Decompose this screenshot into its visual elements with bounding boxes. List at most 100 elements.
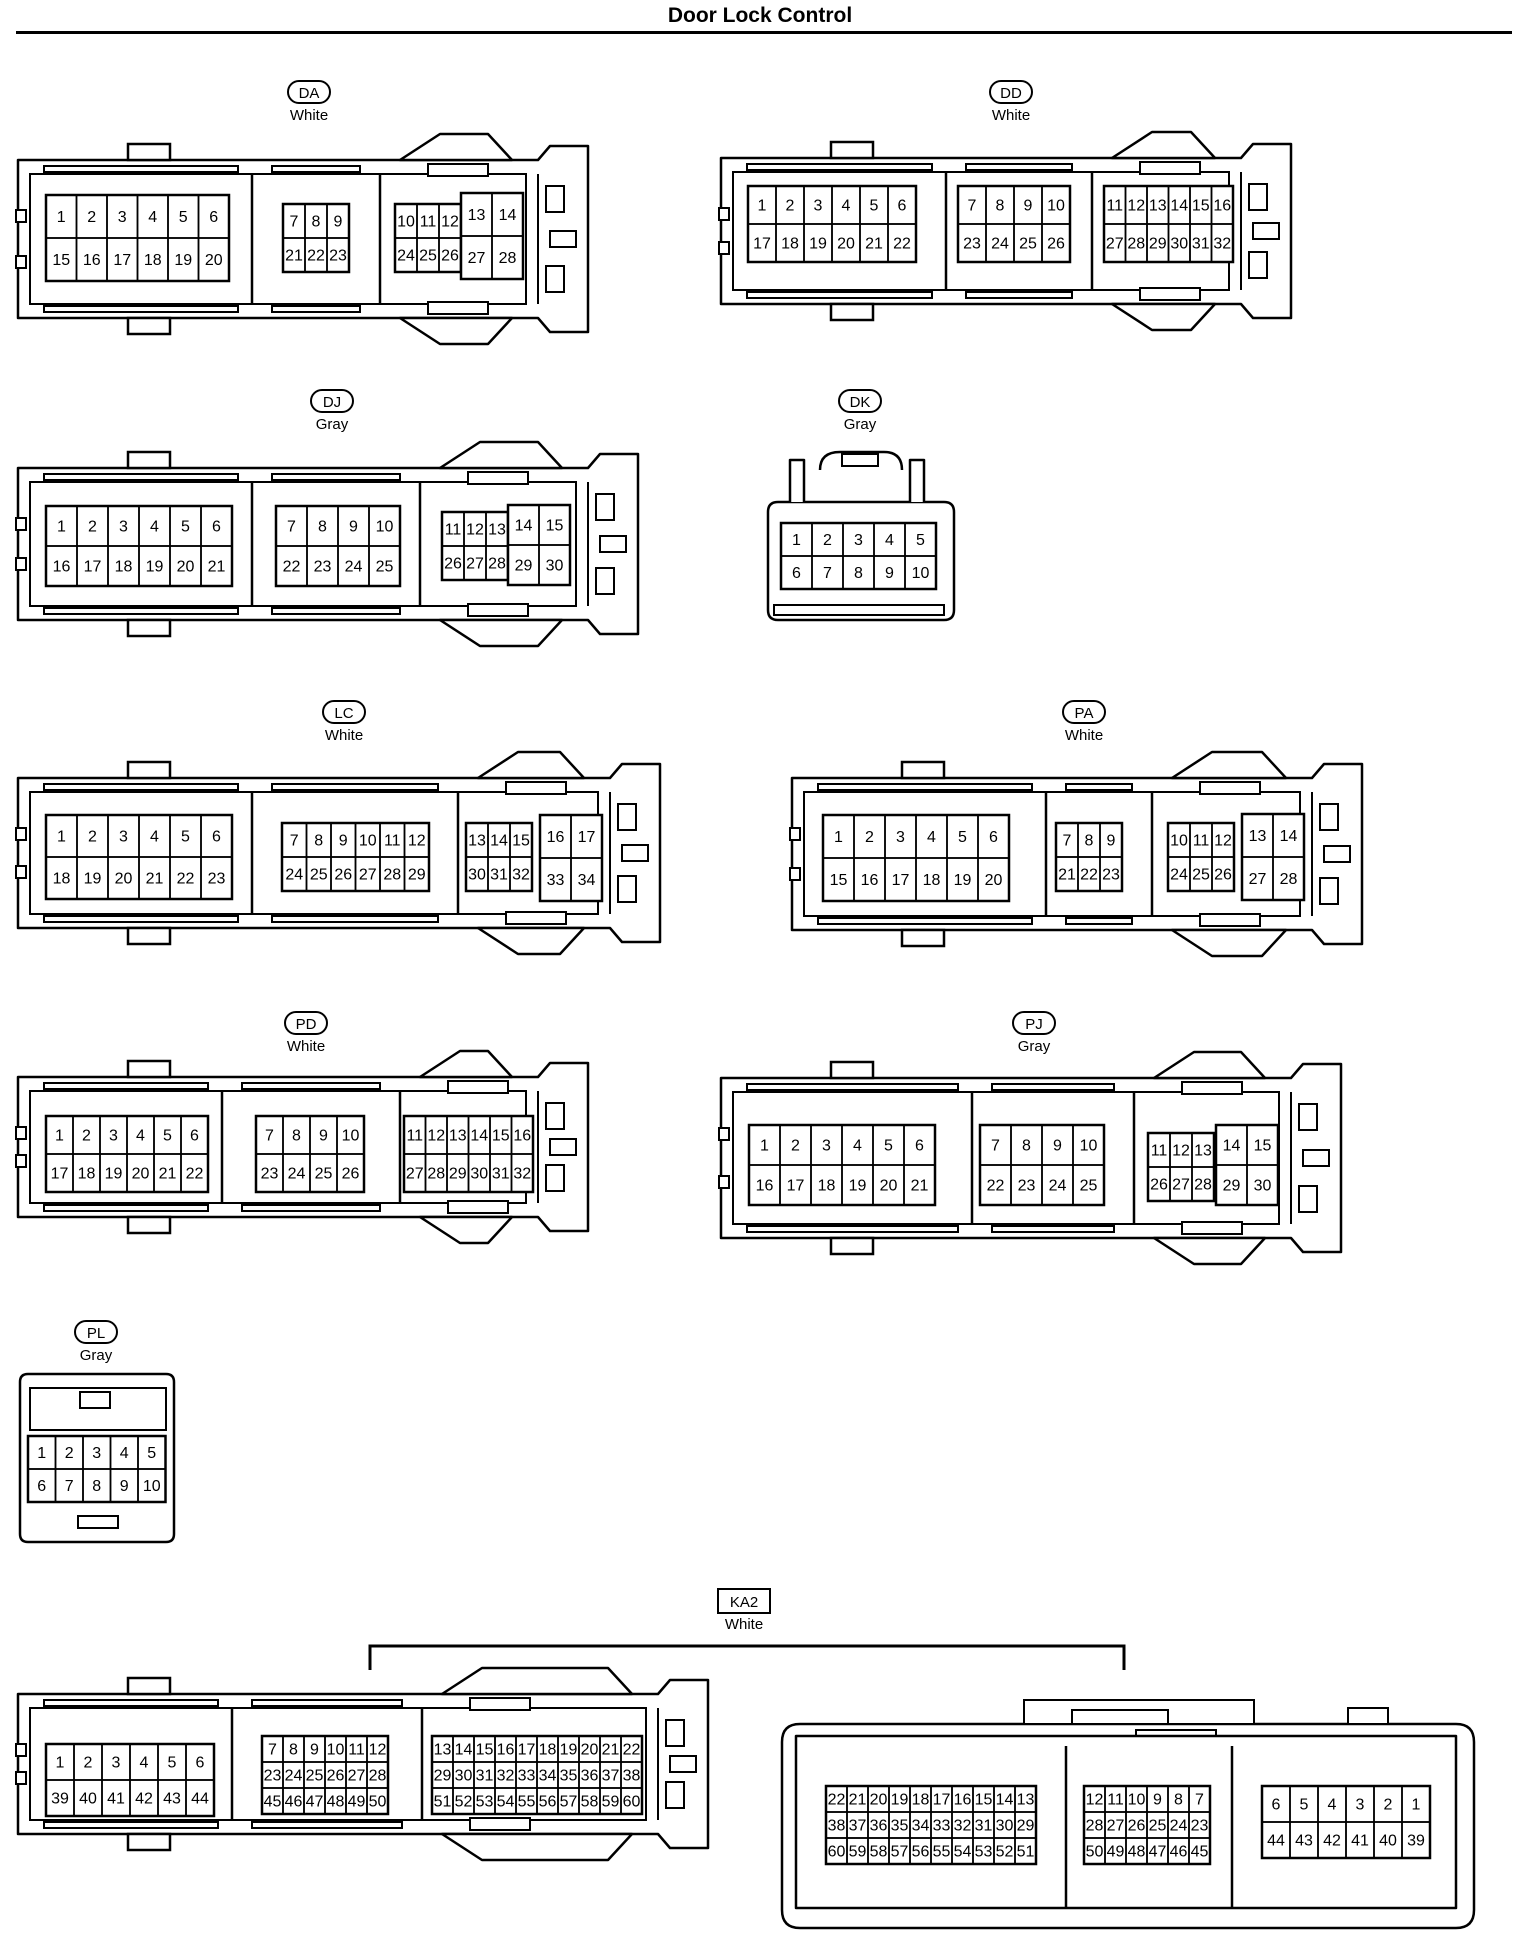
pin-number: 8	[996, 198, 1005, 215]
pin-number: 18	[115, 559, 133, 576]
pin-number: 17	[518, 1742, 536, 1759]
pin-number: 7	[1195, 1792, 1204, 1809]
pin-number: 58	[870, 1844, 888, 1861]
pin-cell: 29	[403, 856, 430, 892]
pin-number: 9	[334, 214, 343, 231]
pin-number: 5	[181, 829, 190, 846]
pin-number: 6	[915, 1138, 924, 1155]
pin-number: 8	[854, 565, 863, 582]
pin-number: 35	[560, 1768, 578, 1785]
pin-number: 21	[285, 248, 303, 265]
pin-number: 17	[51, 1166, 69, 1183]
pin-number: 2	[82, 1128, 91, 1145]
pin-number: 25	[1019, 236, 1037, 253]
pin-number: 6	[190, 1128, 199, 1145]
title-rule	[16, 31, 1512, 34]
pin-number: 6	[209, 209, 218, 226]
pin-number: 34	[912, 1818, 930, 1835]
pin-number: 22	[987, 1178, 1005, 1195]
pin-number: 22	[283, 559, 301, 576]
pin-number: 26	[1128, 1818, 1146, 1835]
pin-number: 28	[1127, 236, 1145, 253]
connector-id: DK	[850, 394, 871, 411]
pin-cell: 44	[185, 1779, 215, 1817]
pin-number: 25	[310, 867, 328, 884]
pin-number: 15	[476, 1742, 494, 1759]
pin-number: 54	[954, 1844, 972, 1861]
connector-color: White	[325, 727, 363, 744]
pin-number: 12	[1172, 1143, 1190, 1160]
pin-number: 20	[205, 252, 223, 269]
pin-number: 21	[146, 871, 164, 888]
pin-number: 16	[1213, 198, 1231, 215]
pin-number: 27	[1106, 236, 1124, 253]
pin-number: 2	[88, 519, 97, 536]
pin-number: 12	[466, 522, 484, 539]
pin-number: 19	[146, 559, 164, 576]
pin-number: 6	[37, 1478, 46, 1495]
pin-number: 2	[65, 1445, 74, 1462]
pin-number: 45	[264, 1794, 282, 1811]
pin-number: 4	[927, 829, 936, 846]
pin-number: 47	[1149, 1844, 1167, 1861]
pin-number: 28	[1280, 871, 1298, 888]
pin-number: 25	[1149, 1818, 1167, 1835]
pin-number: 30	[1254, 1178, 1272, 1195]
pin-number: 12	[408, 833, 426, 850]
pin-number: 1	[760, 1138, 769, 1155]
pin-number: 7	[968, 198, 977, 215]
pin-number: 29	[449, 1166, 467, 1183]
pin-cell: 20	[197, 237, 230, 282]
pin-number: 11	[1107, 1792, 1124, 1809]
pin-number: 11	[1106, 198, 1123, 215]
pin-number: 12	[1214, 833, 1232, 850]
pin-number: 39	[1407, 1833, 1425, 1850]
pin-number: 23	[208, 871, 226, 888]
pin-number: 12	[427, 1128, 445, 1145]
pin-number: 58	[581, 1794, 599, 1811]
pin-number: 29	[434, 1768, 452, 1785]
pin-number: 13	[1194, 1143, 1212, 1160]
pin-cell: 10	[137, 1468, 167, 1503]
pin-cell: 32	[509, 856, 533, 892]
pin-number: 20	[837, 236, 855, 253]
pin-number: 54	[497, 1794, 515, 1811]
pin-cell: 32	[1210, 223, 1234, 263]
pin-number: 24	[397, 248, 415, 265]
pin-number: 13	[1249, 828, 1267, 845]
pin-number: 30	[546, 558, 564, 575]
pin-number: 43	[1295, 1833, 1313, 1850]
pin-number: 1	[1412, 1797, 1421, 1814]
pin-number: 25	[315, 1166, 333, 1183]
pin-number: 7	[823, 565, 832, 582]
pin-number: 24	[1049, 1178, 1067, 1195]
pin-cell: 34	[570, 857, 603, 902]
pin-number: 34	[539, 1768, 557, 1785]
pin-number: 11	[420, 214, 437, 231]
connector-color: White	[725, 1616, 763, 1633]
pin-number: 27	[466, 556, 484, 573]
pin-number: 3	[854, 532, 863, 549]
pin-number: 21	[911, 1178, 929, 1195]
pin-number: 15	[546, 518, 564, 535]
pin-number: 13	[1149, 198, 1167, 215]
pin-number: 51	[1017, 1844, 1035, 1861]
pin-number: 14	[1223, 1138, 1241, 1155]
pin-number: 55	[518, 1794, 536, 1811]
pin-number: 29	[1149, 236, 1167, 253]
pin-number: 19	[174, 252, 192, 269]
pin-number: 22	[307, 248, 325, 265]
pin-number: 21	[849, 1792, 867, 1809]
pin-cell: 21	[200, 545, 233, 587]
